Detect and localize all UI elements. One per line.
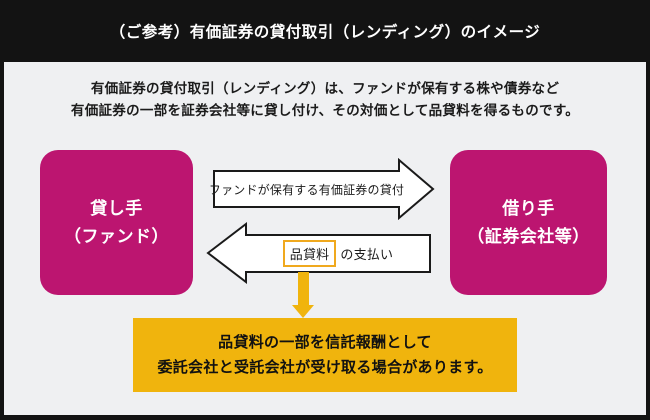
- note-line-1: 品貸料の一部を信託報酬として: [218, 334, 432, 351]
- note-box: 品貸料の一部を信託報酬として 委託会社と受託会社が受け取る場合があります。: [133, 318, 517, 392]
- borrower-box: 借り手 （証券会社等）: [450, 150, 607, 295]
- description-text: 有価証券の貸付取引（レンディング）は、ファンドが保有する株や債券など 有価証券の…: [4, 78, 646, 122]
- down-arrow-head-icon: [292, 305, 314, 318]
- fee-highlight-box: 品貸料: [282, 240, 337, 267]
- right-arrow-icon: [213, 158, 435, 220]
- description-line-2: 有価証券の一部を証券会社等に貸し付け、その対価として品貸料を得るものです。: [70, 103, 580, 118]
- lender-label-line-2: （ファンド）: [64, 226, 169, 246]
- payment-arrow-rest-text: の支払い: [340, 247, 394, 262]
- content-area: 有価証券の貸付取引（レンディング）は、ファンドが保有する株や債券など 有価証券の…: [4, 62, 646, 415]
- payment-arrow: 品貸料 の支払い: [206, 222, 436, 284]
- down-arrow-icon: [298, 272, 309, 306]
- description-line-1: 有価証券の貸付取引（レンディング）は、ファンドが保有する株や債券など: [90, 81, 560, 96]
- payment-arrow-label: 品貸料 の支払い: [246, 235, 430, 272]
- borrower-label-line-2: （証券会社等）: [467, 226, 590, 246]
- lender-box: 貸し手 （ファンド）: [40, 150, 193, 295]
- lending-arrow: ファンドが保有する有価証券の貸付: [208, 158, 438, 220]
- lender-label-line-1: 貸し手: [90, 198, 143, 218]
- borrower-label-line-1: 借り手: [502, 198, 555, 218]
- page-title: （ご参考）有価証券の貸付取引（レンディング）のイメージ: [109, 24, 541, 41]
- lending-arrow-label: ファンドが保有する有価証券の貸付: [208, 182, 405, 197]
- header-bar: （ご参考）有価証券の貸付取引（レンディング）のイメージ: [0, 0, 650, 62]
- note-line-2: 委託会社と受託会社が受け取る場合があります。: [157, 359, 493, 376]
